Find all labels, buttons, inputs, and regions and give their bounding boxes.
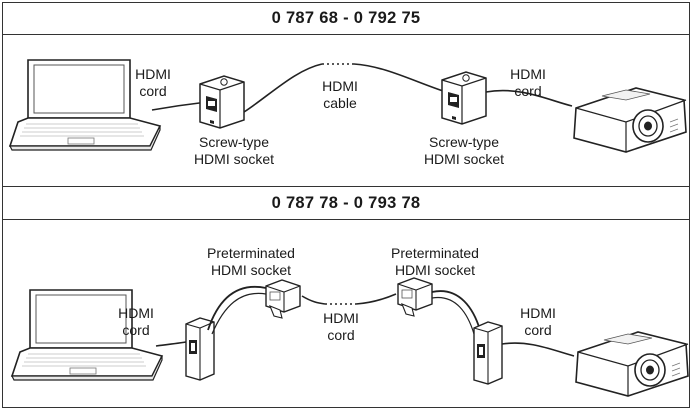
section-title-2-text: 0 787 78 - 0 793 78 <box>271 193 421 212</box>
label-socket-right-2: Preterminated HDMI socket <box>391 245 479 279</box>
label-line: Preterminated <box>207 245 295 261</box>
label-line: HDMI <box>118 305 154 321</box>
section-title-1-text: 0 787 68 - 0 792 75 <box>271 9 421 27</box>
wall-socket-icon <box>199 75 245 129</box>
hdmi-cord-line <box>151 101 208 111</box>
label-line: HDMI <box>510 66 546 82</box>
label-cord-right-2: HDMI cord <box>520 305 556 339</box>
label-line: Screw-type <box>428 134 500 150</box>
wall-socket-icon <box>441 71 487 125</box>
label-line: HDMI <box>135 66 171 82</box>
label-line: cord <box>524 322 552 338</box>
label-line: HDMI socket <box>193 151 275 167</box>
label-line: Preterminated <box>391 245 479 261</box>
label-cord-right-1: HDMI cord <box>510 66 546 100</box>
projector-icon <box>575 331 689 397</box>
label-line: HDMI socket <box>210 262 292 278</box>
label-line: cord <box>327 327 355 343</box>
projector-icon <box>573 87 687 153</box>
label-line: HDMI <box>322 78 358 94</box>
label-cord-left-2: HDMI cord <box>118 305 154 339</box>
label-line: HDMI socket <box>423 151 505 167</box>
section-title-2: 0 787 78 - 0 793 78 <box>2 186 690 220</box>
label-socket-left-2: Preterminated HDMI socket <box>207 245 295 279</box>
preterminated-connector-icon <box>397 277 433 317</box>
section-title-1: 0 787 68 - 0 792 75 <box>2 2 690 35</box>
label-line: HDMI <box>520 305 556 321</box>
wall-socket-icon <box>473 321 503 385</box>
label-line: Screw-type <box>198 134 270 150</box>
label-line: HDMI socket <box>394 262 476 278</box>
label-line: cord <box>514 83 542 99</box>
label-line: cord <box>122 322 150 338</box>
label-line: cord <box>139 83 167 99</box>
label-socket-right-1: Screw-type HDMI socket <box>424 134 504 168</box>
label-line: HDMI <box>323 310 359 326</box>
preterminated-connector-icon <box>265 279 301 319</box>
label-cord-mid-2: HDMI cord <box>323 310 359 344</box>
label-socket-left-1: Screw-type HDMI socket <box>194 134 274 168</box>
label-line: cable <box>323 95 357 111</box>
label-cable-mid-1: HDMI cable <box>322 78 358 112</box>
label-cord-left-1: HDMI cord <box>135 66 171 100</box>
